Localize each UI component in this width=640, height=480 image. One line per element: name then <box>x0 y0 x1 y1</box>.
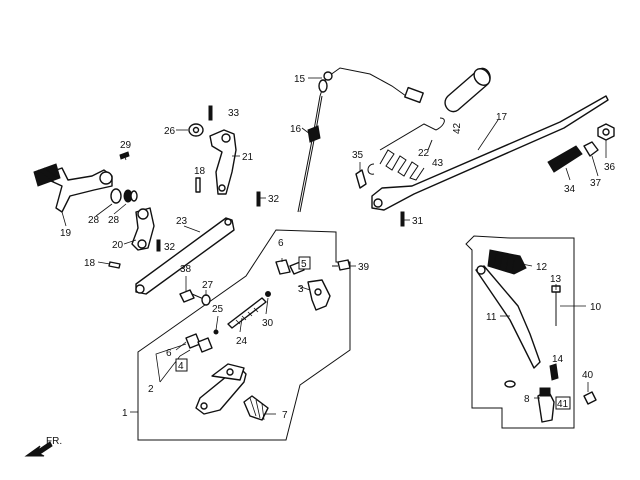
label-37: 37 <box>590 178 602 189</box>
shift-linkage-2 <box>195 363 247 415</box>
label-30: 30 <box>262 318 274 329</box>
washer-27 <box>201 294 211 306</box>
label-20: 20 <box>112 240 124 251</box>
label-24: 24 <box>236 336 248 347</box>
bolt-13 <box>551 285 561 326</box>
shift-arm-3 <box>307 279 331 311</box>
spring-34 <box>547 145 583 173</box>
pedal-arm-20 <box>131 207 155 251</box>
label-3: 3 <box>298 284 304 295</box>
label-43: 43 <box>432 158 444 169</box>
brake-rod-17 <box>355 95 609 211</box>
label-8: 8 <box>524 394 530 405</box>
label-38: 38 <box>180 264 192 275</box>
label-41-box <box>555 396 571 410</box>
washer-28 <box>110 188 122 204</box>
washer-right <box>504 380 516 388</box>
spring-22 <box>367 117 445 181</box>
brake-group-frame <box>465 235 575 429</box>
label-11: 11 <box>486 312 497 323</box>
spring-14 <box>549 363 559 381</box>
label-41: 41 <box>557 399 569 410</box>
label-15: 15 <box>294 74 306 85</box>
label-34: 34 <box>564 184 576 195</box>
brake-arm-21 <box>209 129 237 195</box>
bolt-6-upper <box>275 259 291 275</box>
pivot-8 <box>537 387 555 423</box>
front-direction-arrow-icon <box>24 441 53 457</box>
bolt-18-upper <box>195 177 201 193</box>
label-28a: 28 <box>88 215 100 226</box>
label-32a: 32 <box>164 242 176 253</box>
peg-rubber-7 <box>243 395 269 421</box>
grip-42 <box>444 67 491 113</box>
label-6a: 6 <box>278 238 284 249</box>
line-43 <box>427 139 433 151</box>
label-35: 35 <box>352 150 364 161</box>
bolt-40 <box>583 391 597 405</box>
bolt-39 <box>332 259 351 271</box>
collar-4 <box>197 337 213 353</box>
label-12: 12 <box>536 262 548 273</box>
clip-30 <box>265 291 271 297</box>
pedal-pad-12 <box>487 249 527 275</box>
label-17: 17 <box>496 112 508 123</box>
label-13: 13 <box>550 274 562 285</box>
label-5-box <box>298 256 311 270</box>
label-6b: 6 <box>166 348 172 359</box>
label-27: 27 <box>202 280 214 291</box>
pin-33 <box>208 105 213 121</box>
label-32b: 32 <box>268 194 280 205</box>
label-36: 36 <box>604 162 616 173</box>
cable-15 <box>297 67 424 213</box>
label-22: 22 <box>418 148 430 159</box>
label-4: 4 <box>178 361 184 372</box>
label-39: 39 <box>358 262 370 273</box>
bolt-18-lower <box>108 261 121 269</box>
label-18a: 18 <box>84 258 96 269</box>
front-direction-label: FR. <box>46 436 62 447</box>
part-labels: 29 19 28 28 20 18 32 23 26 33 18 21 32 1… <box>60 74 616 421</box>
label-10: 10 <box>590 302 602 313</box>
label-26: 26 <box>164 126 176 137</box>
joint-37 <box>583 141 599 157</box>
label-21: 21 <box>242 152 254 163</box>
pin-31 <box>400 211 405 227</box>
brake-pedal <box>33 163 113 213</box>
label-14: 14 <box>552 354 564 365</box>
label-40: 40 <box>582 370 594 381</box>
shift-group-frame <box>137 229 351 441</box>
clip-25 <box>213 329 219 335</box>
label-23: 23 <box>176 216 188 227</box>
label-33: 33 <box>228 108 240 119</box>
label-29: 29 <box>120 140 132 151</box>
spring-28 <box>123 189 138 203</box>
label-7: 7 <box>282 410 288 421</box>
label-1: 1 <box>122 408 128 419</box>
label-5: 5 <box>301 259 307 270</box>
label-25: 25 <box>212 304 224 315</box>
label-28b: 28 <box>108 215 120 226</box>
label-19: 19 <box>60 228 72 239</box>
rod-24 <box>227 297 267 329</box>
leader-lines <box>61 77 607 415</box>
label-4-box <box>175 358 188 372</box>
nut-32-right <box>256 191 261 207</box>
nut-32-left <box>156 239 161 252</box>
label-2: 2 <box>148 384 154 395</box>
brake-pedal-11 <box>475 265 541 369</box>
label-31: 31 <box>412 216 424 227</box>
label-18b: 18 <box>194 166 206 177</box>
brake-rod-23 <box>135 217 235 295</box>
label-42: 42 <box>452 122 463 134</box>
bolt-6-lower <box>185 333 201 349</box>
label-16: 16 <box>290 124 302 135</box>
